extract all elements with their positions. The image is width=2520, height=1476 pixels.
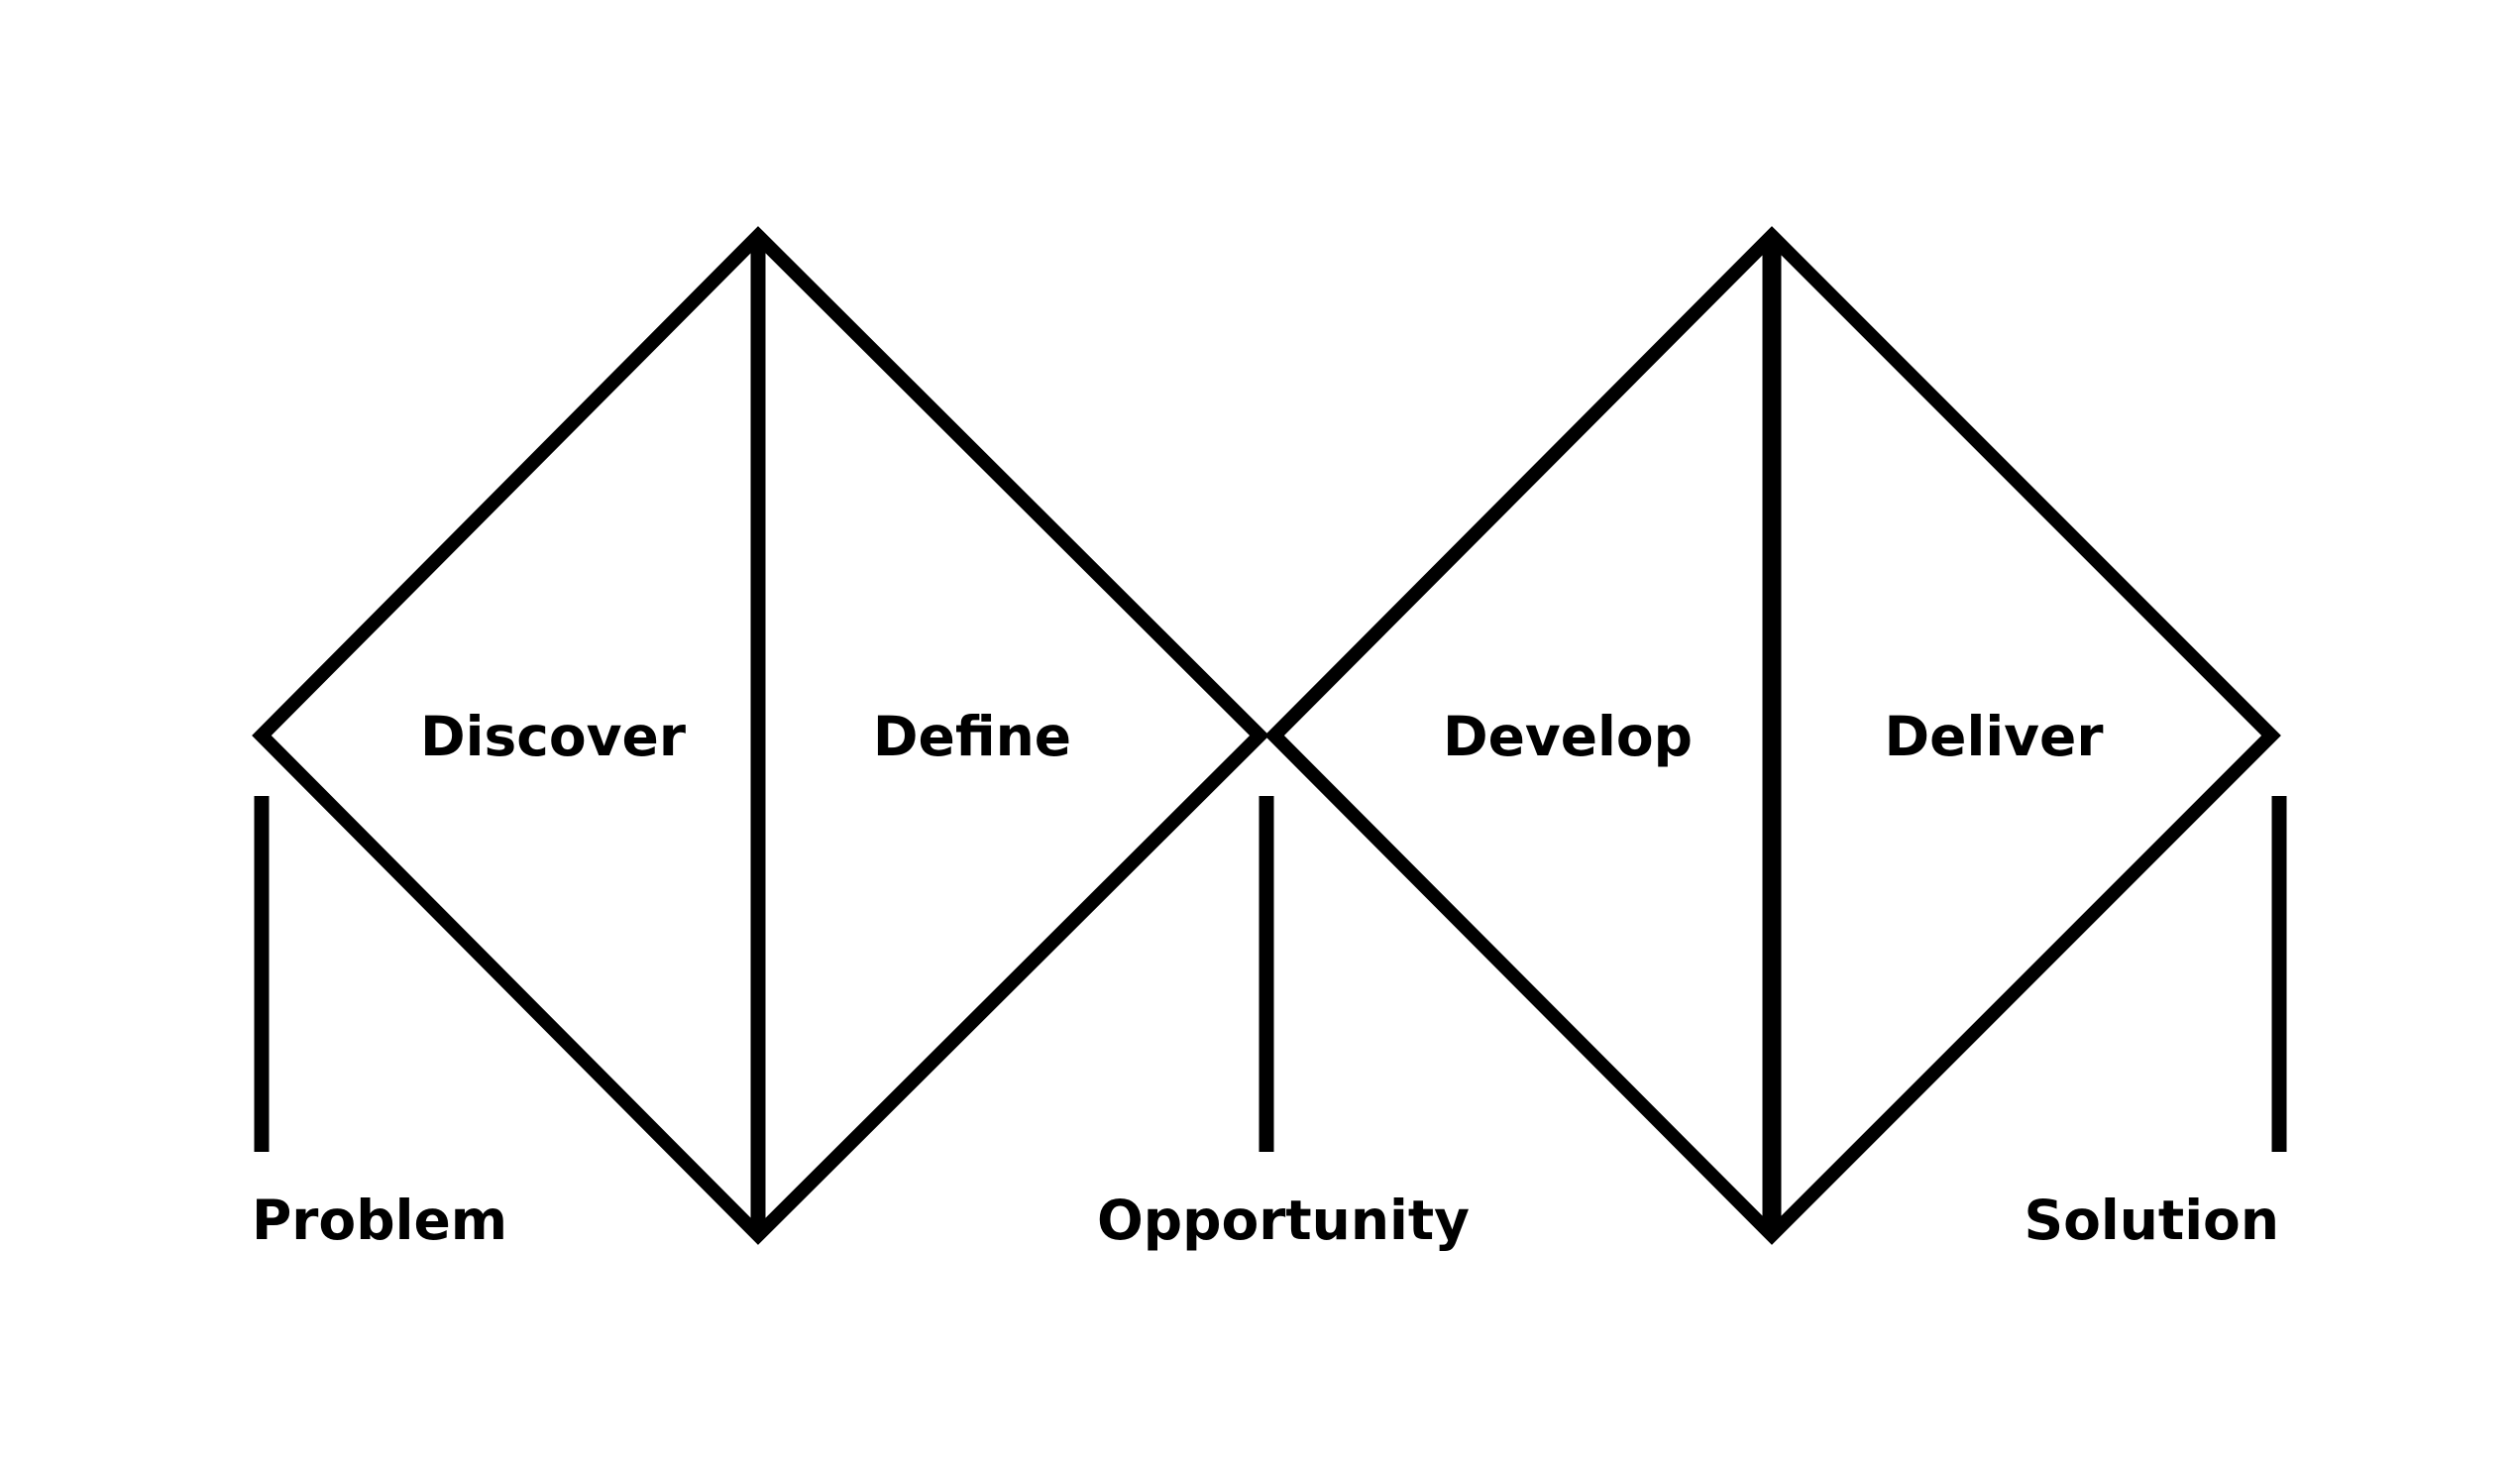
- phase-label-deliver: Deliver: [1885, 705, 2104, 768]
- milestone-label-opportunity: Opportunity: [1097, 1189, 1470, 1252]
- phase-label-develop: Develop: [1443, 705, 1693, 768]
- phase-label-define: Define: [873, 705, 1071, 768]
- milestone-label-solution: Solution: [2025, 1189, 2280, 1252]
- phase-label-discover: Discover: [420, 705, 686, 768]
- diamond-1-outline: [252, 226, 1269, 1245]
- diamond-2-outline: [1264, 226, 2281, 1245]
- milestone-label-problem: Problem: [252, 1189, 507, 1252]
